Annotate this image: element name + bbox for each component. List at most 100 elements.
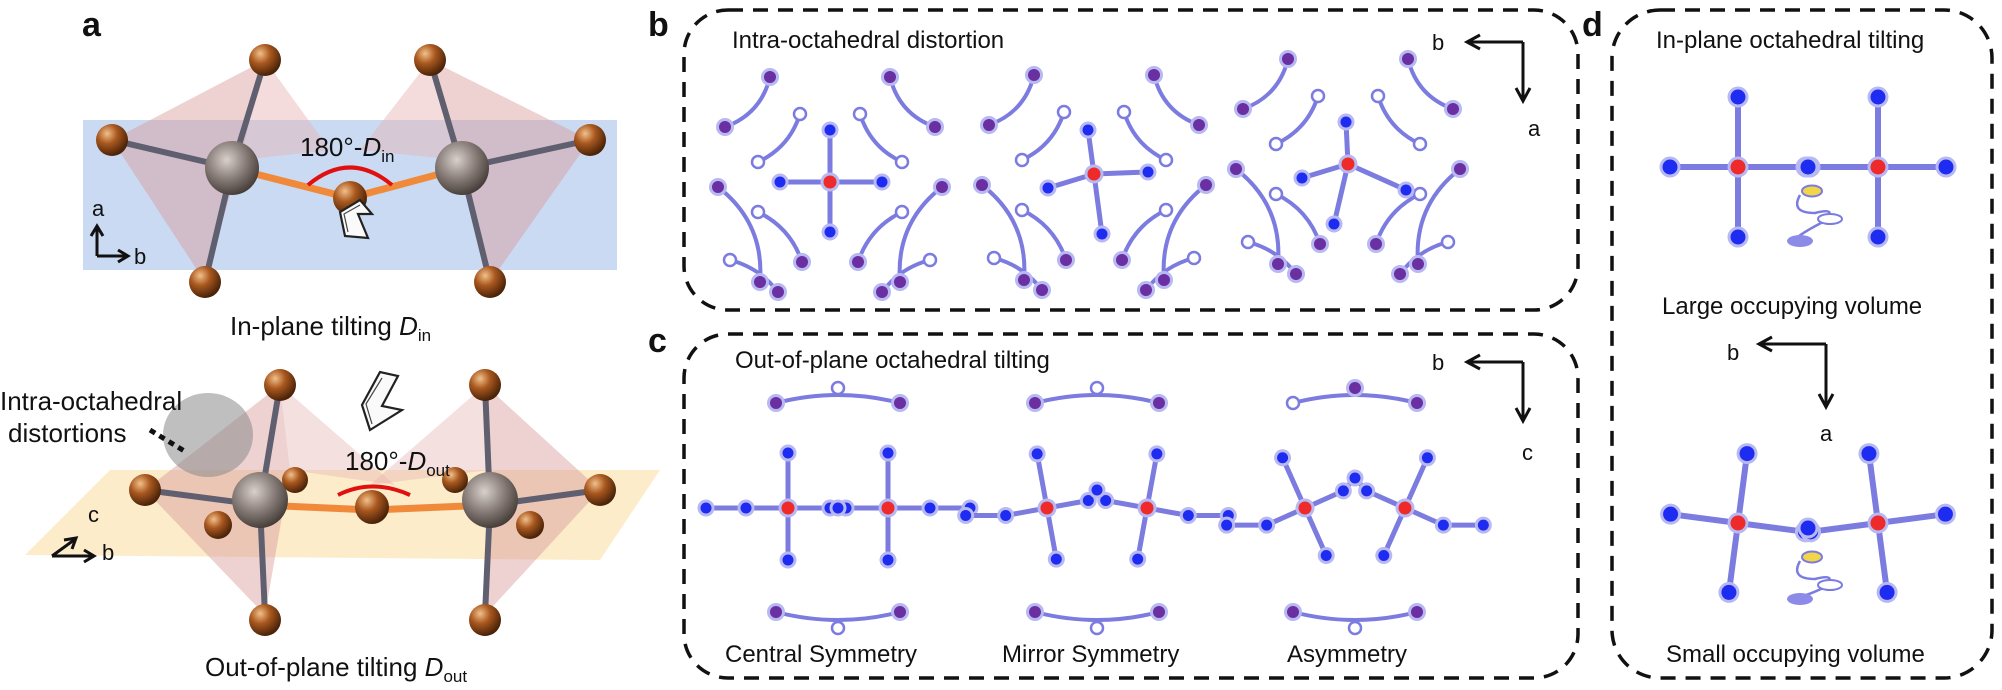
- purple-atom: [1029, 606, 1041, 618]
- red-atom: [1087, 167, 1101, 181]
- panel-d-title: In-plane octahedral tilting: [1656, 27, 1924, 54]
- blue-atom: [1378, 549, 1390, 561]
- blue-atom: [960, 510, 972, 522]
- blue-atom: [1937, 506, 1953, 522]
- copper-atoms: [96, 44, 606, 298]
- purple-atom: [1290, 268, 1302, 280]
- purple-atom: [894, 276, 906, 288]
- axes-ba-icon: [1755, 335, 1835, 411]
- bond-arc: [723, 75, 772, 129]
- purple-atom: [1230, 163, 1242, 175]
- tilt-arrow-icon: [338, 198, 375, 240]
- angle-in-label: 180°-Din: [300, 132, 394, 166]
- blue-atom: [1477, 519, 1489, 531]
- bond-arc: [1120, 208, 1168, 262]
- bond: [1725, 520, 1741, 596]
- bond: [1875, 511, 1949, 526]
- bond: [1875, 520, 1891, 596]
- large-volume-diagram: [1659, 86, 1957, 248]
- distortion-label-line2: distortions: [8, 418, 127, 448]
- distortion-schematic: [709, 68, 951, 301]
- bond-arc: [888, 75, 937, 129]
- purple-atom: [876, 286, 888, 298]
- bond: [1331, 161, 1351, 227]
- purple-atom: [1411, 397, 1423, 409]
- purple-atom: [1018, 274, 1030, 286]
- blue-atom: [1082, 494, 1094, 506]
- volume-lobe: [1787, 235, 1813, 247]
- bond: [1735, 520, 1809, 535]
- tilt-angle-arc: [337, 484, 411, 497]
- blue-atom: [1042, 182, 1054, 194]
- volume-lobe: [1801, 550, 1823, 564]
- blue-atom: [740, 502, 752, 514]
- bond-arc: [980, 183, 1027, 282]
- blue-atom: [1082, 124, 1094, 136]
- vacancy-site: [722, 252, 738, 268]
- purple-atom: [1148, 69, 1160, 81]
- purple-atom: [1370, 238, 1382, 250]
- blue-atom: [1870, 89, 1886, 105]
- vacancy-site: [1412, 136, 1428, 152]
- bond-arc: [1152, 73, 1201, 127]
- red-atom: [1341, 157, 1355, 171]
- purple-atom: [770, 606, 782, 618]
- bond-arc: [1274, 192, 1322, 246]
- vacancy-site: [1440, 234, 1456, 250]
- red-atom: [823, 175, 837, 189]
- purple-atom: [976, 179, 988, 191]
- tilt-angle-arc: [306, 165, 394, 187]
- vacancy-site: [1056, 104, 1072, 120]
- purple-atom: [1402, 53, 1414, 65]
- blue-atom: [1861, 446, 1877, 462]
- purple-atom: [894, 397, 906, 409]
- vacancy-site: [1158, 202, 1174, 218]
- blue-atom: [1050, 553, 1062, 565]
- axes-bc-icon: [1463, 353, 1532, 425]
- axis-b-label: b: [1727, 340, 1739, 365]
- blue-atom: [1870, 229, 1886, 245]
- red-atom: [1398, 501, 1412, 515]
- bond-arc: [1033, 393, 1161, 405]
- blue-atom: [1879, 584, 1895, 600]
- bond-arc: [858, 112, 904, 164]
- axis-b-label: b: [102, 540, 114, 565]
- vacancy-site: [750, 204, 766, 220]
- vacancy-site: [1370, 88, 1386, 104]
- blue-atom: [1031, 448, 1043, 460]
- panel-c: c Out-of-plane octahedral tilting b c Ce…: [648, 322, 1580, 680]
- purple-atom: [929, 121, 941, 133]
- purple-atom: [983, 119, 995, 131]
- bridging-atom: [355, 490, 389, 524]
- red-atom: [881, 501, 895, 515]
- tilting-diagrams: [697, 379, 1492, 636]
- blue-atom: [1662, 159, 1678, 175]
- bond-arc: [756, 112, 802, 164]
- vacancy-site: [830, 380, 846, 396]
- panel-d-letter: d: [1582, 6, 1603, 44]
- panel-b-frame: [682, 8, 1580, 312]
- bond-arc: [774, 610, 902, 622]
- distortion-schematic: [1227, 50, 1469, 283]
- b-site-atom: [435, 141, 489, 195]
- in-plane-structure: 180°-Din a b In-plane tilting Din: [83, 44, 617, 345]
- blue-atom: [1320, 549, 1332, 561]
- copper-atoms: [129, 369, 616, 636]
- blue-atom: [876, 176, 888, 188]
- purple-atom: [1028, 69, 1040, 81]
- purple-atom: [1447, 103, 1459, 115]
- purple-atom: [1060, 254, 1072, 266]
- octahedron-diagrams: [709, 50, 1469, 301]
- purple-atom: [1237, 103, 1249, 115]
- blue-atom: [774, 176, 786, 188]
- panel-c-title: Out-of-plane octahedral tilting: [735, 347, 1050, 374]
- blue-atom: [1277, 452, 1289, 464]
- red-atom: [781, 501, 795, 515]
- angle-out-label: 180°-Dout: [345, 446, 450, 480]
- blue-atom: [1340, 116, 1352, 128]
- vacancy-site: [1158, 152, 1174, 168]
- purple-atom: [1158, 274, 1170, 286]
- bond-arc: [856, 210, 904, 264]
- panel-a: a: [0, 6, 660, 686]
- axis-a-label: a: [1820, 421, 1833, 446]
